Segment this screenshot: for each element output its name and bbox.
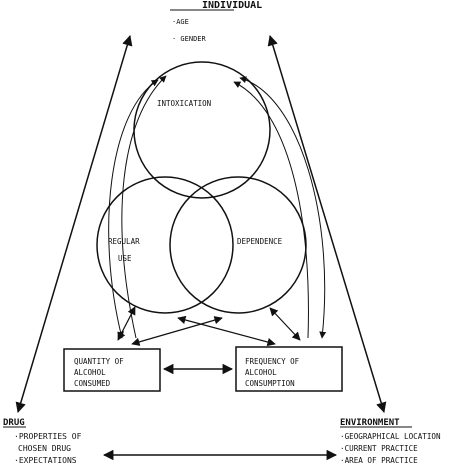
environment-item-geographical: ·GEOGRAPHICAL LOCATION xyxy=(340,432,441,441)
frequency-label-line3: CONSUMPTION xyxy=(245,379,295,388)
quantity-label-line2: ALCOHOL xyxy=(74,368,106,377)
frequency-label-line2: ALCOHOL xyxy=(245,368,277,377)
dependence-label: DEPENDENCE xyxy=(237,237,283,246)
drug-item-chosen: CHOSEN DRUG xyxy=(18,444,71,453)
regular-use-label-line1: REGULAR xyxy=(108,237,140,246)
arrow-dependence-to-quantity xyxy=(131,316,223,346)
curve-right-inner xyxy=(233,81,309,339)
intoxication-circle xyxy=(133,61,271,199)
frequency-box xyxy=(235,346,343,392)
drug-item-properties: ·PROPERTIES OF xyxy=(14,432,82,441)
drug-item-expectations: ·EXPECTATIONS xyxy=(14,456,77,465)
individual-item-gender: · GENDER xyxy=(172,35,207,43)
quantity-box xyxy=(63,348,161,392)
arrow-regular-use-to-frequency xyxy=(177,315,276,347)
drug-heading: DRUG xyxy=(3,418,25,428)
frequency-label-line1: FREQUENCY OF xyxy=(245,357,300,366)
arrow-regular-use-to-quantity xyxy=(117,306,136,341)
intoxication-label: INTOXICATION xyxy=(157,99,211,108)
dependence-circle xyxy=(169,176,307,314)
individual-heading: INDIVIDUAL xyxy=(202,0,262,11)
arrow-dependence-to-frequency xyxy=(269,307,301,341)
arrow-individual-drug-left xyxy=(15,34,133,414)
curve-right-outer xyxy=(239,76,327,339)
environment-item-area-practice: ·AREA OF PRACTICE xyxy=(340,456,418,465)
individual-item-age: ·AGE xyxy=(172,18,189,26)
environment-item-current-practice: ·CURRENT PRACTICE xyxy=(340,444,418,453)
quantity-label-line3: CONSUMED xyxy=(74,379,111,388)
regular-use-label-line2: USE xyxy=(118,254,132,263)
environment-heading: ENVIRONMENT xyxy=(340,418,400,428)
curve-left-outer xyxy=(108,79,159,339)
regular-use-circle xyxy=(96,176,234,314)
quantity-label-line1: QUANTITY OF xyxy=(74,357,124,366)
curve-left-inner xyxy=(121,75,167,339)
